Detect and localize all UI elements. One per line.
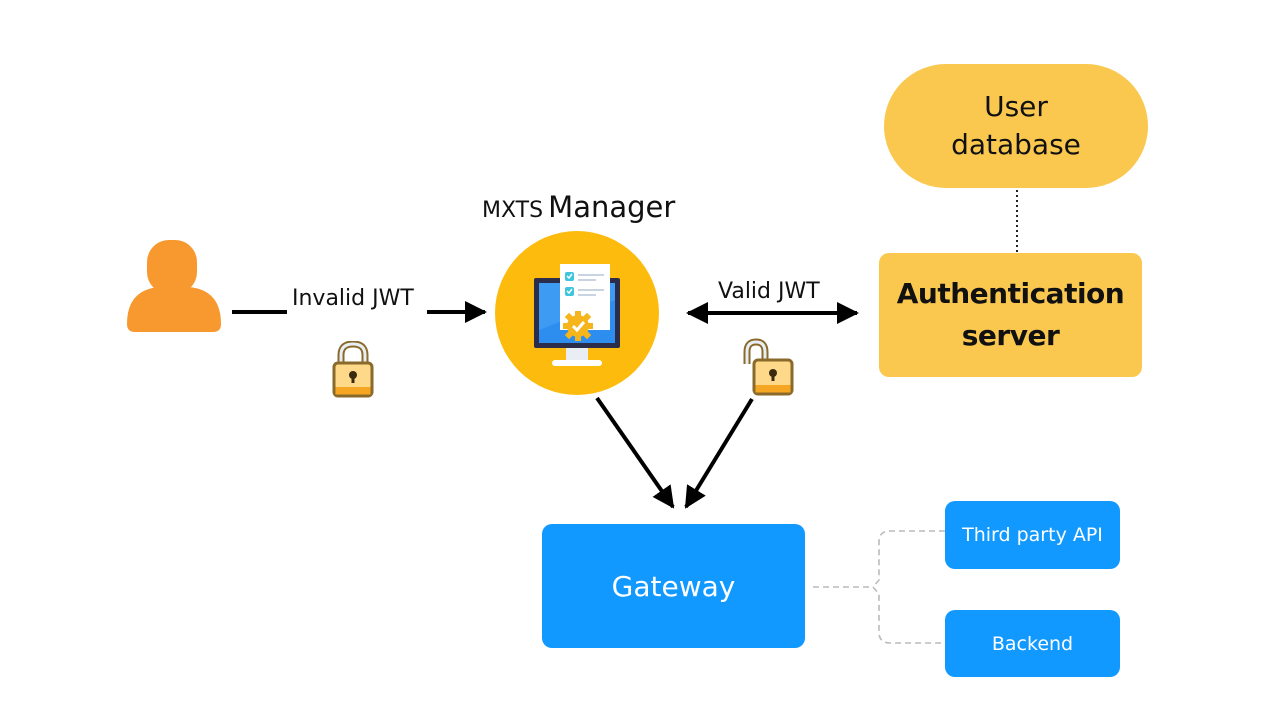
backend-label: Backend bbox=[991, 632, 1074, 655]
third-party-api-label: Third party API bbox=[962, 524, 1103, 546]
manager-title-prefix: MXTS bbox=[482, 198, 544, 223]
gateway-label: Gateway bbox=[611, 569, 736, 603]
gateway-services-connector bbox=[813, 530, 945, 644]
invalid-jwt-label: Invalid JWT bbox=[292, 286, 414, 311]
backend-node[interactable]: Backend bbox=[945, 610, 1120, 677]
lock-closed-icon bbox=[332, 341, 374, 398]
manager-to-gateway-arrow bbox=[595, 396, 675, 509]
third-party-api-node[interactable]: Third party API bbox=[945, 501, 1120, 569]
user-database-label-line1: User bbox=[984, 90, 1048, 123]
auth-to-gateway-arrow bbox=[684, 397, 754, 509]
auth-server-label-line2: server bbox=[961, 319, 1060, 352]
lock-open-icon bbox=[743, 338, 794, 396]
user-database-node[interactable]: User database bbox=[884, 64, 1148, 188]
gateway-node[interactable]: Gateway bbox=[542, 524, 805, 648]
valid-jwt-label: Valid JWT bbox=[718, 279, 820, 304]
manager-node[interactable] bbox=[494, 230, 660, 396]
auth-server-label-line1: Authentication bbox=[896, 277, 1125, 310]
manager-title: MXTS Manager bbox=[482, 190, 675, 224]
auth-server-node[interactable]: Authentication server bbox=[879, 253, 1142, 377]
user-database-label-line2: database bbox=[951, 128, 1081, 161]
person-icon bbox=[127, 240, 221, 332]
manager-title-name: Manager bbox=[548, 190, 676, 224]
monitor-checklist-icon bbox=[534, 264, 620, 366]
